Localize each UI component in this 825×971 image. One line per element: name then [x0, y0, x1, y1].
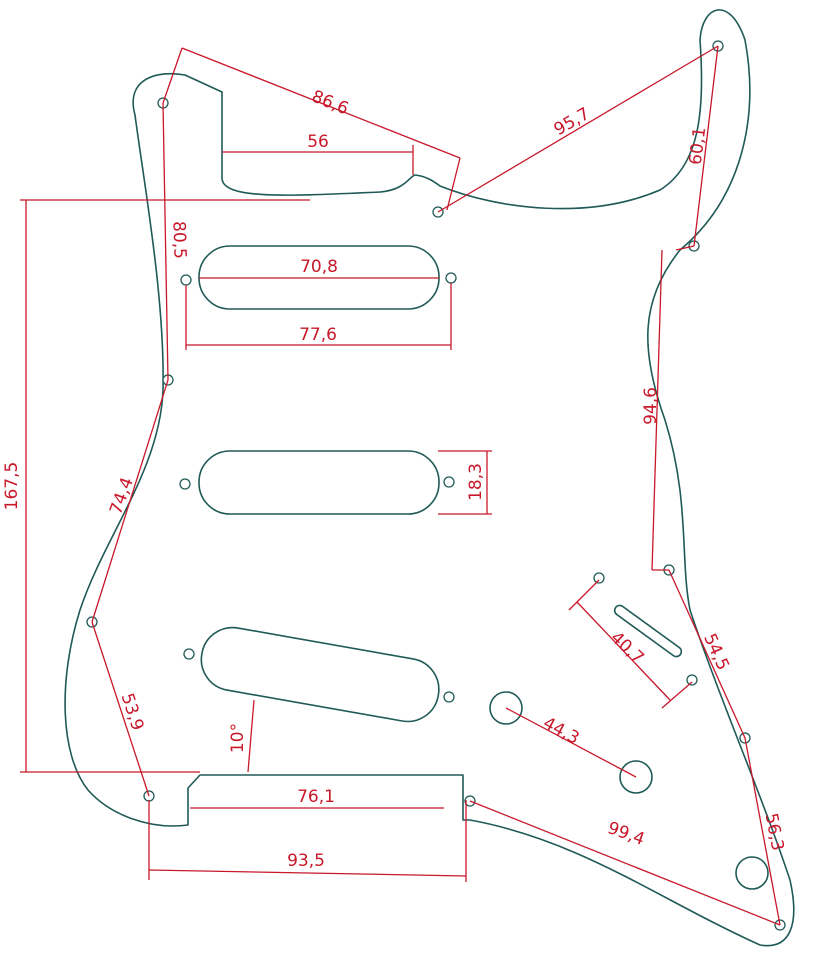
- dim-label-86-6: 86,6: [309, 87, 352, 120]
- dim-label-44-3: 44,3: [540, 713, 583, 748]
- mount-hole-pickup-3-right: [443, 691, 455, 703]
- dim-label-80-5: 80,5: [168, 221, 189, 260]
- mount-hole-switch-bottom: [686, 674, 698, 686]
- dim-label-70-8: 70,8: [300, 257, 338, 277]
- switch-slot-outline: [613, 604, 683, 658]
- pickguard-outline: [64, 9, 795, 947]
- bridge-pickup-outline: [200, 626, 440, 723]
- mount-hole-pickup-1-left: [180, 274, 192, 286]
- mount-hole-switch-top: [593, 572, 605, 584]
- mount-hole-pickup-1-right: [445, 272, 457, 284]
- dim-label-10-degrees: 10°: [228, 723, 248, 753]
- dim-label-95-7: 95,7: [551, 104, 594, 140]
- tone-knob-hole: [619, 760, 653, 794]
- jack-hole: [735, 856, 769, 890]
- dim-label-40-7: 40,7: [606, 628, 647, 668]
- mount-hole-pickup-3-left: [183, 648, 195, 660]
- dim-label-18-3: 18,3: [466, 463, 486, 501]
- dim-label-56: 56: [307, 132, 329, 152]
- dim-label-56-3: 56,3: [761, 812, 788, 853]
- dim-label-167-5: 167,5: [2, 462, 22, 511]
- dim-label-77-6: 77,6: [299, 325, 337, 345]
- mount-hole-pickup-2-right: [443, 476, 455, 488]
- volume-knob-hole: [489, 691, 523, 725]
- dimension-lines: [20, 45, 781, 926]
- middle-pickup-outline: [198, 450, 440, 515]
- dim-label-94-6: 94,6: [641, 387, 661, 425]
- dim-label-93-5: 93,5: [287, 851, 325, 871]
- mount-hole-pickup-2-left: [179, 478, 191, 490]
- dim-label-99-4: 99,4: [605, 818, 647, 850]
- dim-label-60-1: 60,1: [686, 126, 710, 166]
- dim-label-76-1: 76,1: [297, 787, 335, 807]
